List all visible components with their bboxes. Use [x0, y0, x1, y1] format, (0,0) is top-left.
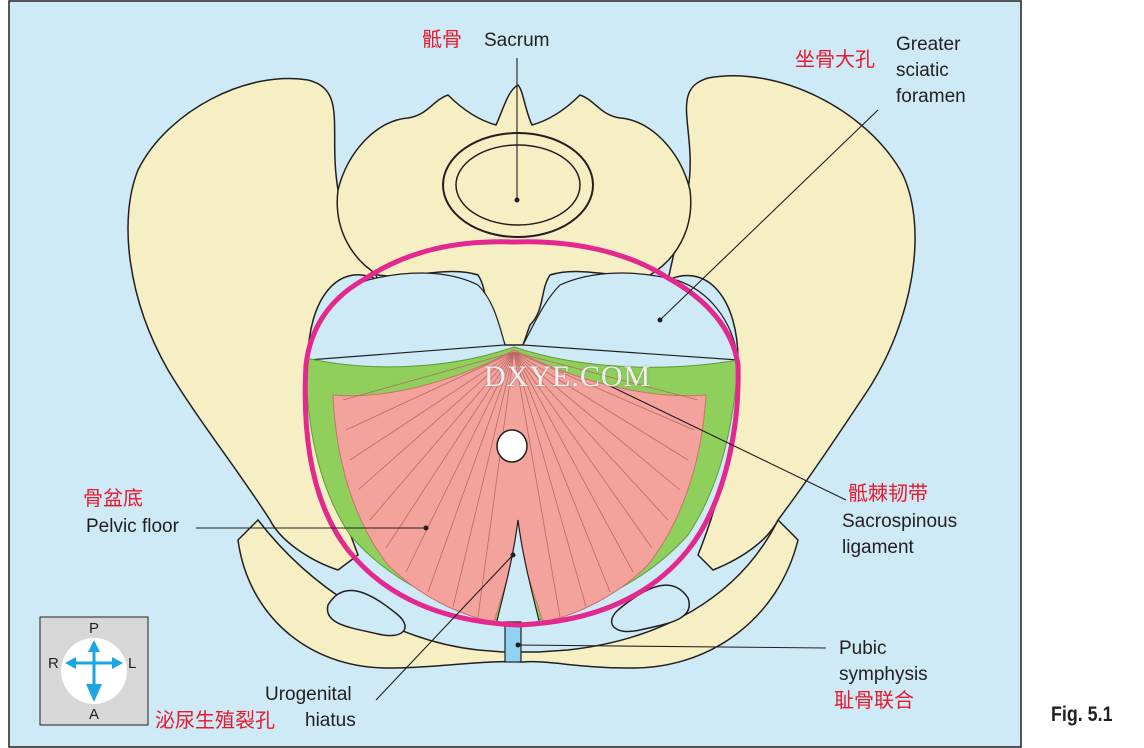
pubic-symphysis-label-zh: 耻骨联合 [834, 690, 914, 712]
sacrum-label: Sacrum [484, 30, 550, 51]
pelvis-illustration [8, 0, 1022, 748]
sacrum-label-zh: 骶骨 [422, 29, 462, 51]
pelvic-floor-muscle [332, 349, 707, 623]
compass-anterior: A [89, 706, 100, 723]
urogenital-hiatus-label-line2: hiatus [305, 710, 356, 731]
pelvis-figure: 骶骨 Sacrum 坐骨大孔 Greater sciatic foramen 骨… [8, 0, 1022, 748]
sacrospinous-label-line2: ligament [842, 537, 914, 558]
pubic-symphysis-mark [504, 621, 522, 663]
pelvic-floor-label-zh: 骨盆底 [83, 488, 143, 510]
figure-number: Fig. 5.1 [1051, 703, 1113, 726]
greater-sciatic-label-line1: Greater [896, 34, 961, 55]
compass-right: R [48, 655, 59, 672]
pelvic-rim [302, 239, 741, 628]
left-obturator-foramen [611, 584, 691, 633]
compass-left: L [128, 655, 137, 672]
right-obturator-foramen [326, 589, 406, 637]
leader-lines [196, 58, 879, 701]
orientation-compass [39, 616, 149, 726]
greater-sciatic-label-line2: sciatic [896, 60, 949, 81]
compass-posterior: P [89, 620, 100, 637]
greater-sciatic-label-zh: 坐骨大孔 [795, 49, 875, 71]
pubic-symphysis-label-line2: symphysis [839, 664, 928, 685]
sacrospinous-label-zh: 骶棘韧带 [848, 483, 928, 505]
vertebral-body [442, 132, 594, 238]
anal-opening [496, 429, 528, 463]
watermark: DXYE.COM [484, 360, 652, 393]
sacrospinous-label-line1: Sacrospinous [842, 511, 958, 532]
greater-sciatic-label-line3: foramen [896, 86, 966, 107]
urogenital-hiatus-label-zh: 泌尿生殖裂孔 [155, 710, 275, 732]
muscle-fibres [342, 351, 699, 618]
pelvic-floor-label: Pelvic floor [86, 516, 179, 537]
pubic-symphysis-label-line1: Pubic [839, 638, 887, 659]
left-greater-sciatic-opening [522, 272, 739, 361]
urogenital-hiatus-label-line1: Urogenital [265, 684, 352, 705]
